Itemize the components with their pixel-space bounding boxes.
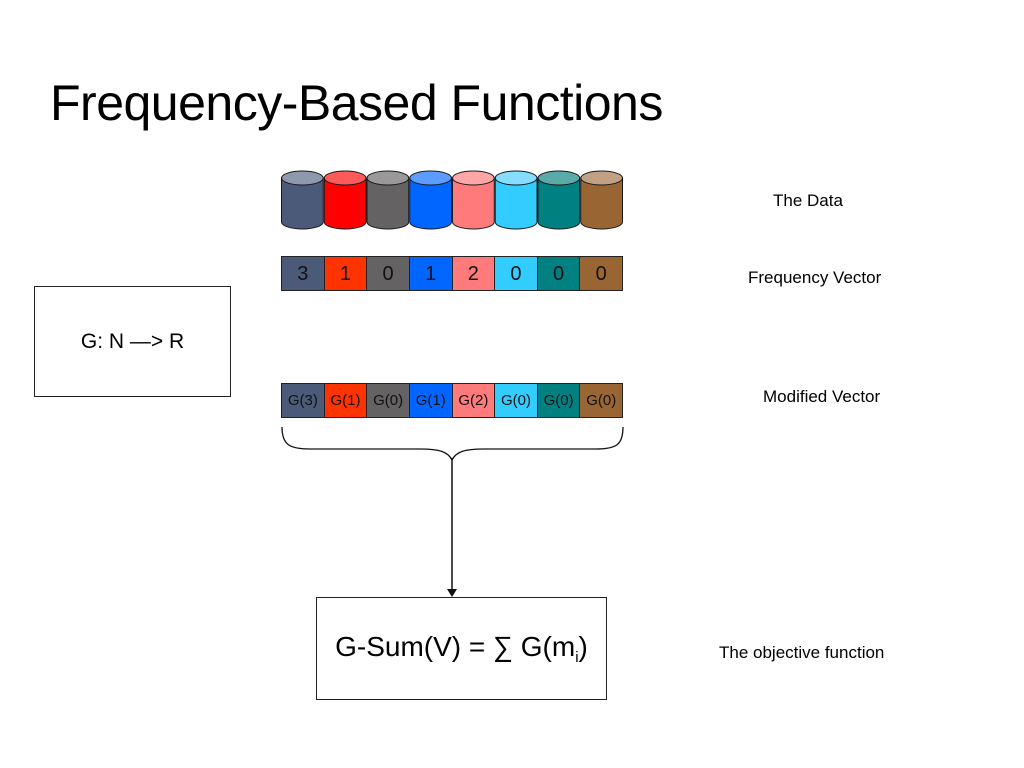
cylinder-top bbox=[323, 170, 367, 186]
label-frequency-vector: Frequency Vector bbox=[748, 268, 882, 287]
modified-cell: G(3) bbox=[282, 384, 325, 417]
cylinder-body bbox=[452, 177, 495, 230]
mapping-function-text: G: N —> R bbox=[80, 329, 185, 353]
label-objective-function: The objective function bbox=[719, 643, 885, 662]
cylinder-top bbox=[409, 170, 452, 186]
cylinder-top bbox=[281, 170, 324, 186]
cylinder-body bbox=[323, 177, 367, 230]
data-cylinder bbox=[537, 170, 581, 230]
data-cylinder bbox=[452, 170, 495, 230]
cylinder-body bbox=[409, 177, 452, 230]
frequency-cell: 0 bbox=[537, 257, 581, 290]
objective-function-formula: G-Sum(V) = ∑ G(mi) bbox=[335, 631, 588, 666]
mapping-function-box: G: N —> R bbox=[34, 286, 231, 397]
cylinder-body bbox=[537, 177, 581, 230]
modified-cell: G(0) bbox=[580, 384, 622, 417]
frequency-cell: 0 bbox=[580, 257, 622, 290]
cylinder-body bbox=[494, 177, 538, 230]
modified-cell: G(0) bbox=[495, 384, 538, 417]
cylinder-top bbox=[366, 170, 410, 186]
modified-cell: G(0) bbox=[537, 384, 581, 417]
frequency-cell: 0 bbox=[495, 257, 538, 290]
frequency-cell: 2 bbox=[452, 257, 496, 290]
slide-title: Frequency-Based Functions bbox=[50, 75, 663, 131]
cylinder-top bbox=[537, 170, 581, 186]
cylinder-body bbox=[281, 177, 324, 230]
data-cylinders bbox=[281, 170, 623, 230]
data-cylinder bbox=[494, 170, 538, 230]
arrow-head-icon bbox=[447, 589, 457, 597]
data-cylinder bbox=[366, 170, 410, 230]
cylinder-top bbox=[494, 170, 538, 186]
data-cylinder bbox=[323, 170, 367, 230]
modified-cell: G(0) bbox=[367, 384, 410, 417]
modified-vector: G(3)G(1)G(0)G(1)G(2)G(0)G(0)G(0) bbox=[281, 383, 623, 418]
frequency-cell: 0 bbox=[367, 257, 410, 290]
cylinder-top bbox=[452, 170, 495, 186]
cylinder-body bbox=[366, 177, 410, 230]
objective-function-box: G-Sum(V) = ∑ G(mi) bbox=[316, 597, 607, 700]
cylinder-top bbox=[580, 170, 623, 186]
data-cylinder bbox=[281, 170, 324, 230]
data-cylinder bbox=[409, 170, 452, 230]
modified-cell: G(1) bbox=[324, 384, 368, 417]
cylinder-body bbox=[580, 177, 623, 230]
frequency-cell: 1 bbox=[324, 257, 368, 290]
modified-cell: G(2) bbox=[452, 384, 496, 417]
frequency-cell: 1 bbox=[409, 257, 453, 290]
data-cylinder bbox=[580, 170, 623, 230]
frequency-cell: 3 bbox=[282, 257, 325, 290]
curly-brace bbox=[281, 426, 624, 462]
label-modified-vector: Modified Vector bbox=[763, 387, 881, 406]
label-the-data: The Data bbox=[773, 191, 843, 210]
modified-cell: G(1) bbox=[409, 384, 453, 417]
